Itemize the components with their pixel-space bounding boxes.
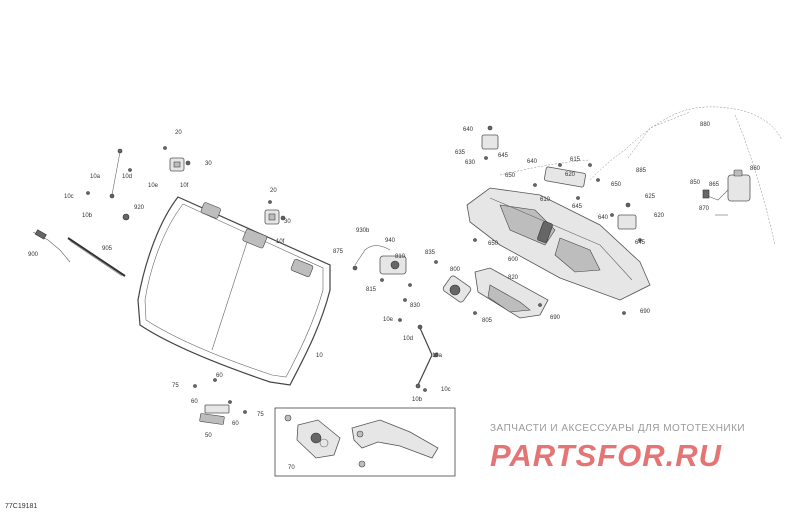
part-label: 645 — [635, 240, 646, 246]
part-label: 805 — [482, 318, 493, 324]
part-label: 830 — [410, 303, 421, 309]
part-label: 820 — [508, 275, 519, 281]
part-label: 885 — [636, 168, 647, 174]
watermark-tagline: ЗАПЧАСТИ И АКСЕССУАРЫ ДЛЯ МОТОТЕХНИКИ — [490, 423, 746, 434]
middle-hinge-assembly[interactable] — [122, 200, 286, 225]
part-label: 625 — [645, 194, 656, 200]
part-label: 620 — [565, 172, 576, 178]
part-label: 870 — [699, 206, 710, 212]
dashboard-panel[interactable] — [466, 187, 651, 301]
part-label: 75 — [257, 412, 264, 418]
part-label: 865 — [709, 182, 720, 188]
windshield-glass[interactable] — [137, 196, 331, 386]
part-label: 875 — [333, 249, 344, 255]
washer-reservoir[interactable] — [702, 169, 751, 216]
part-label: 940 — [385, 238, 396, 244]
storage-tray[interactable] — [474, 267, 549, 319]
part-label: 650 — [505, 173, 516, 179]
part-label: 850 — [690, 180, 701, 186]
part-label: 650 — [488, 241, 499, 247]
part-label: 30 — [284, 219, 291, 225]
part-label: 920 — [134, 205, 145, 211]
part-label: 70 — [288, 465, 295, 471]
part-label: 20 — [175, 130, 182, 136]
part-label: 50 — [205, 433, 212, 439]
dashboard-brackets[interactable] — [473, 125, 642, 315]
part-label: 835 — [425, 250, 436, 256]
part-label: 10b — [82, 213, 93, 219]
part-label: 10f — [180, 183, 189, 189]
part-label: 860 — [750, 166, 761, 172]
part-label: 620 — [654, 213, 665, 219]
part-labels: 20 30 10d 10e 10a 10f 10c 10b 920 20 30 … — [28, 122, 761, 471]
part-label: 10 — [316, 353, 323, 359]
part-label: 10a — [432, 353, 443, 359]
part-label: 10e — [383, 317, 394, 323]
lower-strut[interactable] — [398, 318, 439, 392]
part-label: 650 — [611, 182, 622, 188]
vehicle-outline — [499, 106, 783, 246]
part-label: 640 — [463, 127, 474, 133]
watermark-logo: PARTSFOR.RU — [490, 438, 723, 473]
wiper-motor-assembly[interactable] — [352, 245, 477, 315]
part-label: 60 — [191, 399, 198, 405]
part-label: 30 — [205, 161, 212, 167]
part-label: 645 — [572, 204, 583, 210]
part-label: 10a — [90, 174, 101, 180]
part-label: 930b — [356, 228, 370, 234]
part-label: 610 — [540, 197, 551, 203]
latch-assembly[interactable] — [193, 378, 247, 425]
part-label: 10b — [412, 397, 423, 403]
part-label: 640 — [527, 159, 538, 165]
part-label: 75 — [172, 383, 179, 389]
part-label: 600 — [508, 257, 519, 263]
part-label: 10d — [403, 336, 413, 342]
part-label: 800 — [450, 267, 461, 273]
part-label: 645 — [498, 153, 509, 159]
part-label: 615 — [570, 157, 581, 163]
part-label: 10e — [148, 183, 159, 189]
part-label: 60 — [216, 373, 223, 379]
part-label: 690 — [640, 309, 651, 315]
handle-inset-box[interactable] — [274, 407, 456, 477]
part-label: 880 — [700, 122, 711, 128]
part-label: 640 — [598, 215, 609, 221]
wiper-parts-left[interactable] — [32, 229, 126, 277]
part-label: 20 — [270, 188, 277, 194]
part-label: 815 — [366, 287, 377, 293]
part-label: 10c — [64, 194, 74, 200]
part-label: 10c — [441, 387, 451, 393]
part-label: 630 — [465, 160, 476, 166]
part-label: 10f — [276, 239, 285, 245]
part-label: 10d — [122, 174, 132, 180]
part-label: 900 — [28, 252, 39, 258]
part-label: 810 — [395, 254, 406, 260]
upper-hinge-assembly[interactable] — [86, 146, 191, 199]
part-label: 905 — [102, 246, 113, 252]
part-label: 690 — [550, 315, 561, 321]
diagram-code: 77C19181 — [5, 503, 38, 510]
part-label: 60 — [232, 421, 239, 427]
part-label: 635 — [455, 150, 466, 156]
